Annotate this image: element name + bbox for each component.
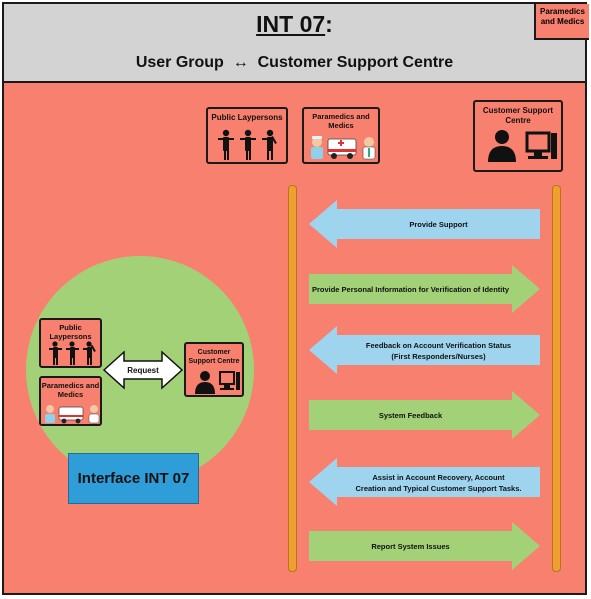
- doctor-icon: [362, 137, 376, 160]
- person-icon: [195, 371, 215, 394]
- header-band: INT 07: User Group ↔ Customer Support Ce…: [4, 4, 589, 83]
- message-label-4: System Feedback: [379, 411, 443, 420]
- nurse-icon: [45, 405, 55, 423]
- message-arrow-4: [309, 391, 540, 439]
- message-arrow-2: [309, 265, 540, 313]
- diagram-subtitle: User Group ↔ Customer Support Centre: [4, 54, 585, 72]
- nurse-icon: [311, 136, 323, 159]
- request-label: Request: [127, 366, 159, 375]
- person-icon: [218, 129, 234, 160]
- doctor-icon: [88, 405, 100, 424]
- message-label-3: (First Responders/Nurses): [391, 352, 486, 361]
- circle-paramedics: Paramedics and Medics: [39, 376, 102, 426]
- person-icon: [66, 341, 79, 365]
- diagram-title: INT 07:: [256, 11, 333, 37]
- person-icon: [240, 129, 256, 160]
- subtitle-support-centre: Customer Support Centre: [257, 54, 454, 71]
- actor-public-laypersons: Public Laypersons: [206, 107, 288, 164]
- actor-paramedics: Paramedics and Medics: [302, 107, 380, 164]
- corner-tag: Paramedics and Medics: [534, 4, 589, 40]
- people-icon: [49, 341, 96, 365]
- message-label-5: Assist in Account Recovery, Account: [372, 473, 505, 482]
- circle-customer-support: Customer Support Centre: [184, 342, 244, 397]
- computer-icon: [219, 371, 240, 390]
- person-icon: [488, 130, 516, 162]
- circle-public-label: Public Laypersons: [49, 323, 92, 341]
- person-icon: [49, 341, 62, 365]
- subtitle-user-group: User Group: [135, 54, 224, 71]
- people-icon: [218, 129, 277, 160]
- actor-support-label: Customer Support Centre: [482, 106, 554, 125]
- lifeline-support-centre: [552, 185, 561, 572]
- circle-paramedics-label: Paramedics and Medics: [41, 381, 100, 399]
- message-label-5: Creation and Typical Customer Support Ta…: [355, 484, 521, 493]
- person-icon: [83, 341, 96, 365]
- message-label-2: Provide Personal Information for Verific…: [312, 285, 510, 294]
- actor-public-label: Public Laypersons: [211, 113, 283, 122]
- circle-public-laypersons: Public Laypersons: [39, 318, 102, 368]
- actor-paramedics-label: Paramedics and Medics: [312, 112, 370, 130]
- message-arrow-3: [309, 326, 540, 374]
- actor-customer-support: Customer Support Centre: [473, 100, 563, 172]
- bidirectional-arrow-icon: ↔: [232, 54, 249, 71]
- circle-support-label: Customer Support Centre: [188, 349, 240, 365]
- message-arrow-1: [309, 200, 540, 248]
- message-label-1: Provide Support: [409, 220, 468, 229]
- message-label-3: Feedback on Account Verification Status: [366, 341, 511, 350]
- lifeline-user-group: [288, 185, 297, 572]
- interface-label: Interface INT 07: [77, 470, 190, 487]
- interface-label-box: Interface INT 07: [68, 453, 199, 504]
- person-icon: [262, 129, 277, 160]
- message-arrow-6: [309, 522, 540, 570]
- ambulance-icon: [327, 138, 357, 159]
- ambulance-icon: [58, 406, 84, 424]
- message-label-6: Report System Issues: [371, 542, 449, 551]
- message-arrow-5: [309, 458, 540, 506]
- computer-icon: [525, 131, 557, 159]
